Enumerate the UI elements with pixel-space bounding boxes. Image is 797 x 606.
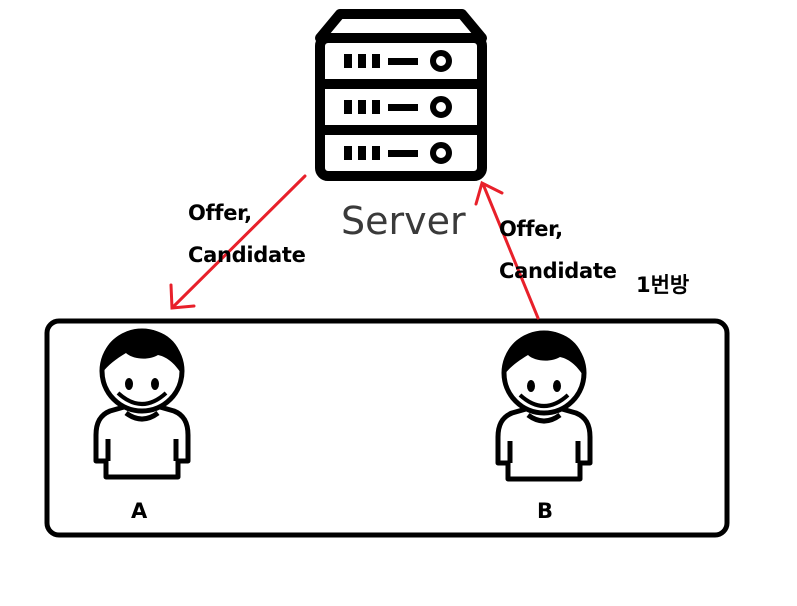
message-to-a: Offer, Candidate — [188, 192, 306, 276]
server-rack-icon — [315, 9, 487, 181]
server-label: Server — [341, 199, 466, 243]
room-box — [44, 318, 730, 538]
room-label: 1번방 — [636, 273, 690, 297]
message-to-a-line1: Offer, — [188, 201, 252, 225]
message-from-b-line2: Candidate — [499, 259, 617, 283]
person-b-icon — [495, 330, 593, 482]
message-from-b-line1: Offer, — [499, 217, 563, 241]
message-from-b: Offer, Candidate — [499, 208, 617, 292]
arrow-b-to-server — [474, 180, 540, 320]
user-b-label: B — [537, 499, 554, 523]
user-a-label: A — [131, 499, 148, 523]
arrow-server-to-a — [169, 174, 307, 310]
message-to-a-line2: Candidate — [188, 243, 306, 267]
person-a-icon — [93, 328, 191, 480]
